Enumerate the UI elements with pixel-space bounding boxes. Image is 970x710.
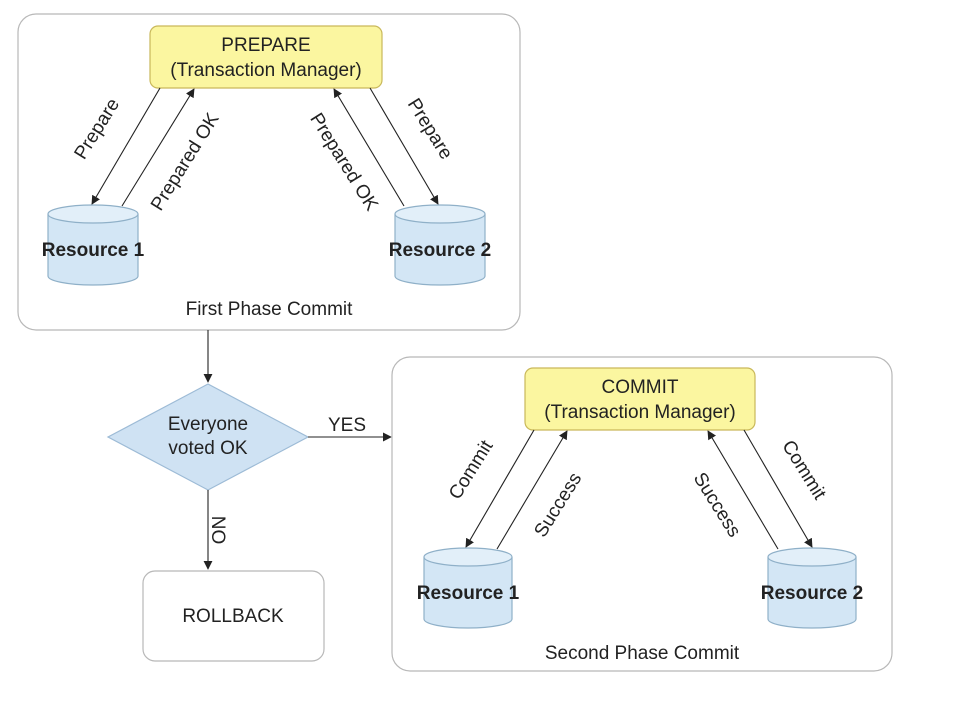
commit-manager-subtitle: (Transaction Manager) (544, 402, 735, 423)
prepare-manager-subtitle: (Transaction Manager) (170, 60, 361, 81)
phase2-resource-2-cylinder: Resource 2 (761, 547, 863, 629)
phase1-resource-2-cylinder: Resource 2 (389, 204, 491, 286)
decision-diamond: Everyone voted OK (106, 383, 310, 491)
first-phase-panel: PREPARE (Transaction Manager) Resource 1… (17, 13, 521, 331)
no-label: NO (207, 516, 228, 545)
commit-manager-title: COMMIT (601, 377, 678, 398)
rollback-box: ROLLBACK (142, 570, 325, 662)
arrow-commit-to-resource-1 (465, 429, 535, 548)
arrow-prepared-ok-from-resource-2 (333, 88, 405, 207)
phase2-resource-2-label: Resource 2 (761, 583, 863, 604)
arrow-prepare-to-resource-1 (91, 87, 161, 205)
second-phase-panel: COMMIT (Transaction Manager) Resource 1 … (391, 356, 893, 672)
arrow-success-from-resource-1 (496, 430, 568, 550)
arrow-prepare-to-resource-2 (369, 87, 439, 205)
decision-text-line-2: voted OK (168, 438, 248, 459)
phase1-resource-2-label: Resource 2 (389, 240, 491, 261)
rollback-label: ROLLBACK (182, 606, 284, 627)
arrow-success-from-resource-2 (707, 430, 779, 550)
prepare-manager-title: PREPARE (221, 35, 310, 56)
prepare-manager-box: PREPARE (Transaction Manager) (149, 25, 383, 89)
phase1-resource-1-label: Resource 1 (42, 240, 145, 261)
second-phase-caption: Second Phase Commit (545, 643, 740, 664)
phase2-resource-1-cylinder: Resource 1 (417, 547, 520, 629)
first-phase-caption: First Phase Commit (186, 299, 354, 320)
decision-text-line-1: Everyone (168, 414, 248, 435)
arrow-commit-to-resource-2 (743, 429, 813, 548)
arrow-prepared-ok-from-resource-1 (121, 88, 195, 207)
phase2-resource-1-label: Resource 1 (417, 583, 520, 604)
commit-manager-box: COMMIT (Transaction Manager) (524, 367, 756, 431)
phase1-resource-1-cylinder: Resource 1 (42, 204, 145, 286)
second-phase-border (391, 356, 893, 672)
yes-label: YES (328, 415, 366, 436)
